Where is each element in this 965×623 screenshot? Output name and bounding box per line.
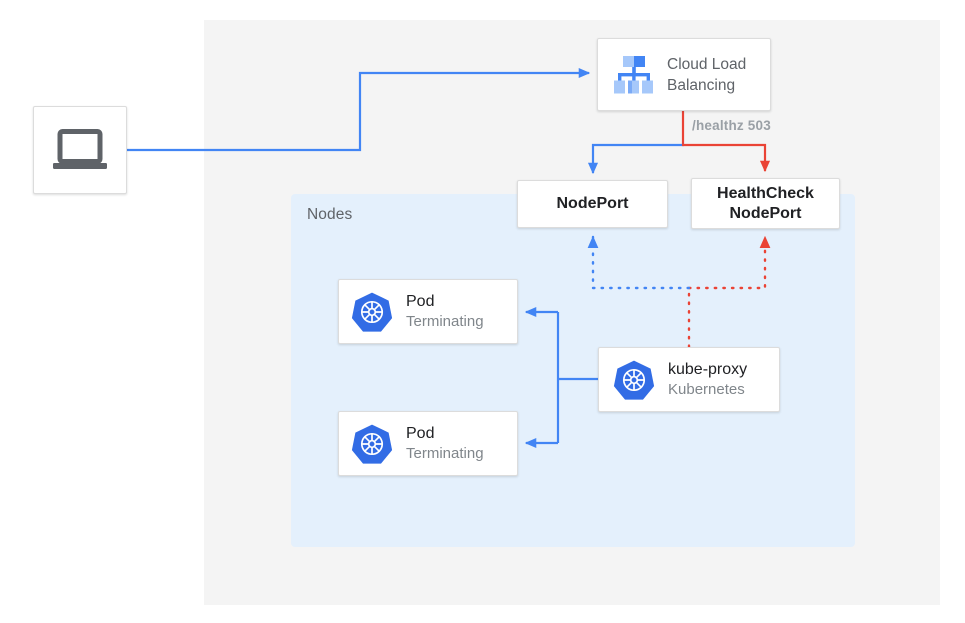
pod-2-subtitle: Terminating: [406, 444, 484, 462]
nodes-group-label: Nodes: [307, 206, 353, 223]
kube-proxy-node[interactable]: kube-proxy Kubernetes: [598, 347, 780, 412]
pod-node-1[interactable]: Pod Terminating: [338, 279, 518, 344]
kubernetes-icon: [351, 292, 393, 332]
cloud-load-balancing-icon: [614, 55, 653, 93]
hc-label-line1: HealthCheck: [717, 184, 814, 202]
pod-2-text: Pod Terminating: [406, 424, 484, 464]
kubernetes-icon: [613, 360, 655, 400]
clb-label-line1: Cloud Load: [667, 55, 747, 73]
pod-1-title: Pod: [406, 292, 435, 310]
pod-1-text: Pod Terminating: [406, 292, 484, 332]
healthcheck-nodeport-label: HealthCheck NodePort: [717, 184, 814, 224]
clb-label-line2: Balancing: [667, 76, 736, 94]
nodeport-label: NodePort: [556, 195, 629, 212]
kubernetes-icon: [351, 424, 393, 464]
cloud-load-balancing-label: Cloud Load Balancing: [667, 54, 746, 96]
pod-1-subtitle: Terminating: [406, 312, 484, 330]
pod-2-title: Pod: [406, 424, 435, 442]
healthz-annotation: /healthz 503: [692, 118, 771, 133]
healthcheck-nodeport-node[interactable]: HealthCheck NodePort: [691, 178, 840, 229]
client-node[interactable]: [33, 106, 127, 194]
kube-proxy-text: kube-proxy Kubernetes: [668, 360, 747, 400]
hc-label-line2: NodePort: [729, 204, 802, 222]
kube-proxy-title: kube-proxy: [668, 360, 748, 378]
pod-node-2[interactable]: Pod Terminating: [338, 411, 518, 476]
laptop-icon: [53, 129, 107, 169]
nodeport-node[interactable]: NodePort: [517, 180, 668, 228]
kube-proxy-subtitle: Kubernetes: [668, 380, 745, 398]
cloud-load-balancing-node[interactable]: Cloud Load Balancing: [597, 38, 771, 111]
